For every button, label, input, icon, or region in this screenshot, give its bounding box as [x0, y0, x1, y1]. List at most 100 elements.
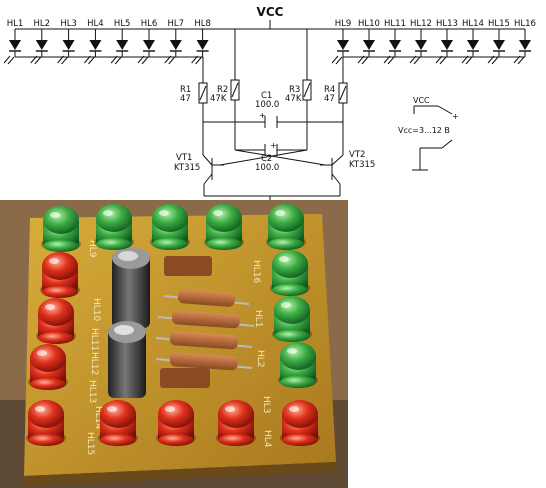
led-light-arrow	[164, 55, 172, 64]
led-light-arrow	[30, 55, 38, 64]
green-led-glint	[103, 210, 113, 216]
supply-bottom-arm	[441, 139, 453, 149]
green-led-dome	[268, 204, 304, 232]
r3-name: R3	[289, 85, 300, 95]
green-led-rim	[43, 240, 79, 252]
led-diode-symbol	[196, 40, 209, 50]
led-light-arrow	[435, 55, 443, 64]
led-light-arrow	[383, 55, 391, 64]
led-label: HL15	[488, 19, 510, 29]
led-diode-symbol	[519, 40, 531, 50]
capacitor-c2-body	[108, 326, 146, 398]
led-label: HL10	[358, 19, 380, 29]
red-led-glint	[35, 406, 45, 412]
vt1-collector	[202, 154, 213, 166]
resistor-mark	[231, 82, 239, 98]
c2-value: 100.0	[255, 163, 279, 173]
pcb-board-edge	[22, 462, 340, 486]
resistor-body	[177, 289, 235, 307]
r2-name: R2	[217, 85, 228, 95]
red-led-dome	[30, 344, 66, 372]
red-led-rim	[38, 332, 74, 344]
resistor-body	[169, 331, 238, 350]
led-diode-symbol	[493, 40, 505, 50]
led-diode-symbol	[415, 40, 427, 50]
silkscreen-label: HL1	[253, 310, 263, 328]
led-light-arrow	[88, 56, 95, 65]
c2-plus: +	[270, 141, 277, 150]
led-light-arrow	[413, 56, 421, 65]
capacitor-c1-body	[112, 252, 150, 328]
green-led-rim	[268, 238, 304, 250]
led-light-arrow	[114, 56, 122, 65]
led-light-arrow	[465, 56, 473, 65]
silkscreen-label: HL3	[261, 396, 271, 414]
r2-value: 47K	[210, 94, 227, 104]
cross-wire-a	[234, 149, 326, 166]
led-label: HL14	[462, 19, 484, 29]
red-led-glint	[225, 406, 235, 412]
capacitor-c1-vent	[118, 251, 138, 261]
red-led-glint	[45, 304, 55, 310]
led-light-arrow	[34, 56, 42, 65]
supply-range-label: Vcc=3...12 B	[398, 126, 450, 135]
green-led-dome	[96, 204, 132, 232]
led-label: HL9	[335, 19, 352, 29]
led-light-arrow	[439, 56, 447, 65]
r1-name: R1	[180, 85, 191, 95]
green-led-rim	[280, 376, 316, 388]
r1-value: 47	[180, 94, 191, 104]
red-led-dome	[42, 252, 78, 280]
led-light-arrow	[168, 56, 176, 65]
red-led-dome	[38, 298, 74, 326]
green-led-rim	[274, 330, 310, 342]
led-label: HL11	[384, 19, 406, 29]
green-led-glint	[213, 210, 223, 216]
led-label: HL3	[60, 19, 77, 29]
led-diode-symbol	[441, 40, 453, 50]
r4-value: 47	[324, 94, 335, 104]
red-led-rim	[218, 434, 254, 446]
c1-name: C1	[261, 91, 272, 101]
supply-vcc-label: VCC	[413, 96, 430, 105]
led-light-arrow	[57, 55, 64, 64]
led-diode-symbol	[363, 40, 375, 50]
silkscreen-label: HL9	[87, 240, 97, 258]
silkscreen-label: HL16	[251, 260, 261, 284]
led-diode-symbol	[143, 40, 155, 50]
red-led-rim	[282, 434, 318, 446]
red-led-dome	[218, 400, 254, 428]
led-diode-symbol	[337, 40, 349, 50]
resistor-body	[169, 352, 238, 371]
green-led-glint	[50, 212, 60, 218]
vt1-name: VT1	[176, 153, 192, 163]
red-led-rim	[28, 434, 64, 446]
vt2-name: VT2	[349, 150, 365, 160]
red-led-dome	[100, 400, 136, 428]
red-led-glint	[107, 406, 117, 412]
silkscreen-labels: HL9HL10HL11HL12HL13HL14HL15HL16HL1HL2HL3…	[85, 240, 272, 455]
led-light-arrow	[141, 56, 149, 65]
green-led-rim	[206, 238, 242, 250]
red-led-glint	[37, 350, 47, 356]
vt2-model: KT315	[349, 160, 375, 170]
led-label: HL1	[7, 19, 24, 29]
red-led-rim	[42, 286, 78, 298]
supply-plus: +	[452, 112, 459, 121]
led-light-arrow	[331, 55, 339, 64]
led-diode-symbol	[169, 40, 182, 50]
led-label: HL8	[194, 19, 211, 29]
green-led-glint	[281, 302, 291, 308]
green-led-glint	[279, 256, 289, 262]
led-light-arrow	[7, 56, 15, 65]
vt1-emitter	[203, 173, 213, 185]
led-label: HL4	[87, 19, 104, 29]
resistor-mark	[303, 82, 311, 98]
red-led-dome	[158, 400, 194, 428]
led-light-arrow	[137, 55, 145, 64]
silkscreen-label: HL14	[93, 406, 103, 430]
led-light-arrow	[191, 55, 198, 64]
green-led-dome	[272, 250, 308, 278]
